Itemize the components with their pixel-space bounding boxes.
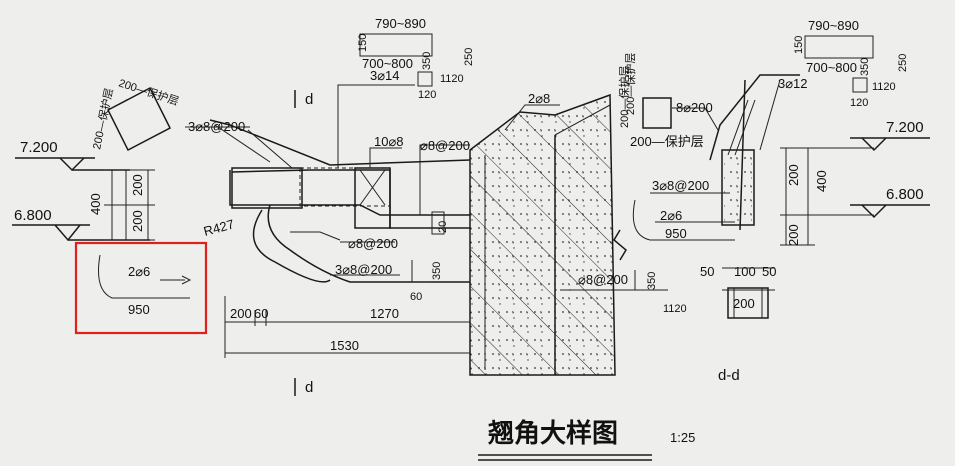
section-mark: d	[305, 379, 313, 396]
dim-label: 1120	[872, 81, 896, 93]
elevation-label: 6.800	[14, 207, 52, 224]
rebar-label: 3⌀14	[370, 68, 400, 83]
rebar-label: 8⌀200	[676, 100, 713, 115]
dim-label: 790~890	[808, 18, 859, 33]
dim-label: 120	[418, 89, 436, 101]
bottom-dims: 200 60 1270 1530	[224, 296, 470, 358]
rebar-label: 2⌀8	[528, 91, 550, 106]
dim-label: 50	[762, 264, 776, 279]
dim-label: 200	[130, 210, 145, 232]
small-bar-label: 2⌀6	[660, 208, 682, 223]
dim-label: 350	[646, 272, 658, 290]
dim-label: 1530	[330, 338, 359, 353]
cantilever-section: R427 3⌀8@200 10⌀8 ⌀8@200 ⌀8@200 20 3⌀8@2…	[185, 84, 471, 303]
dim-label: 350	[859, 58, 871, 76]
rebar-label: 3⌀8@200	[652, 178, 709, 193]
dim-label: 250	[897, 54, 909, 72]
dim-label: 150	[793, 36, 805, 54]
elevation-label: 7.200	[20, 139, 58, 156]
dim-label: 50	[700, 264, 714, 279]
dim-label: 400	[814, 170, 829, 192]
small-bar-label: 2⌀6	[128, 264, 150, 279]
highlight-box	[74, 241, 208, 335]
protect-layer-label: 200—保护层	[617, 66, 631, 128]
right-detail-group: 200—保护层 200—保护层 8⌀200 3⌀8@200 2⌀6 950 79…	[617, 18, 930, 246]
drawing-title: 翘角大样图 1:25	[478, 418, 695, 461]
protect-layer-left: 200—保护层 200—保护层	[89, 76, 181, 152]
rebar-label: 3⌀12	[778, 76, 808, 91]
dim-label: 200	[733, 296, 755, 311]
elevation-label: 6.800	[886, 186, 924, 203]
title-text: 翘角大样图	[487, 418, 618, 449]
rebar-label: ⌀8@200	[420, 138, 470, 153]
section-mark: d	[305, 91, 313, 108]
dim-label: 150	[357, 34, 369, 52]
dim-label: 350	[431, 262, 443, 280]
elevation-label: 7.200	[886, 119, 924, 136]
rebar-label: ⌀8@200	[578, 272, 628, 287]
small-bar-length: 950	[665, 226, 687, 241]
rebar-label: 3⌀8@200	[188, 119, 245, 134]
dim-label: 120	[850, 97, 868, 109]
protect-layer-label: 200—保护层	[630, 134, 704, 149]
dim-label: 790~890	[375, 16, 426, 31]
concrete-wall: 2⌀8 ⌀8@200 350 1120 200—保护层	[469, 53, 687, 376]
dim-label: 250	[463, 48, 475, 66]
radius-label: R427	[202, 216, 236, 239]
small-bar-length: 950	[128, 302, 150, 317]
dim-label: 200	[786, 224, 801, 246]
dim-label: 700~800	[806, 60, 857, 75]
protect-layer-label: 200—保护层	[623, 53, 637, 115]
dim-label: 700~800	[362, 56, 413, 71]
dim-label: 350	[421, 52, 433, 70]
dim-label: 200	[130, 174, 145, 196]
dim-label: 20	[437, 221, 449, 233]
dim-label: 60	[254, 306, 268, 321]
dim-label: 400	[88, 193, 103, 215]
dim-label: 1120	[663, 303, 687, 315]
section-mark: d-d	[718, 367, 740, 384]
dim-label: 200	[230, 306, 252, 321]
top-left-dim-block: 790~890 150 700~800 350 250 3⌀14 1120 12…	[357, 16, 475, 101]
dim-label: 1120	[440, 73, 464, 85]
dim-label: 200	[786, 164, 801, 186]
rebar-label: 3⌀8@200	[335, 262, 392, 277]
dim-label: 100	[734, 264, 756, 279]
small-bar-left: 2⌀6 950	[74, 241, 208, 335]
protect-layer-label: 200—保护层	[117, 76, 181, 109]
dim-label: 1270	[370, 306, 399, 321]
left-elevation-group: 7.200 6.800 400 200 200	[12, 139, 155, 242]
rebar-label: ⌀8@200	[348, 236, 398, 251]
dd-section: 50 100 50 200 d-d	[700, 264, 776, 384]
rebar-label: 10⌀8	[374, 134, 404, 149]
scale-text: 1:25	[670, 430, 695, 445]
dim-label: 60	[410, 291, 422, 303]
